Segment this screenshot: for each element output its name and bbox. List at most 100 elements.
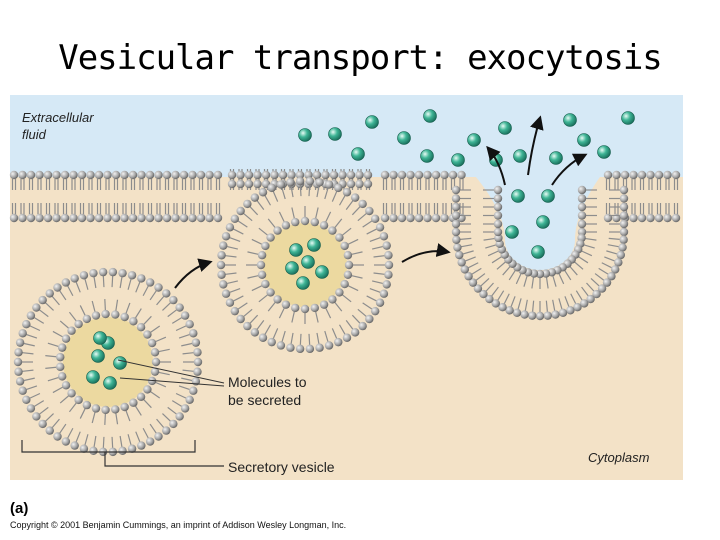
lipid-tail [91, 300, 96, 312]
lipid-tail [342, 227, 352, 236]
lipid-head [460, 265, 470, 274]
lipid-head [577, 194, 587, 203]
lipid-head [473, 284, 483, 293]
lipid-tail [583, 244, 595, 249]
lipid-head [414, 213, 424, 223]
molecule [285, 261, 299, 275]
lipid-tail [351, 251, 363, 255]
lipid-tail [345, 200, 354, 211]
lipid-tail [491, 256, 502, 264]
lipid-head [287, 170, 296, 180]
lipid-head [343, 270, 353, 279]
lipid-head [136, 323, 146, 332]
lipid-tail [258, 227, 268, 236]
lipid-head [379, 232, 389, 241]
molecules-label-line1: Molecules to [228, 374, 307, 390]
lipid-head [498, 302, 507, 312]
lipid-tail [366, 228, 377, 235]
lipid-head [355, 170, 364, 180]
lipid-head [451, 194, 461, 203]
lipid-tail [594, 273, 605, 281]
lipid-tail [462, 250, 474, 255]
lipid-head [406, 213, 415, 223]
lipid-tail [552, 299, 556, 311]
lipid-tail [171, 400, 182, 407]
lipid-head [566, 306, 575, 315]
lipid-head [324, 180, 334, 189]
lipid-head [154, 283, 163, 292]
lipid-head [91, 311, 101, 320]
lipid-tail [125, 410, 131, 422]
lipid-head [193, 367, 202, 376]
lipid-head [300, 216, 310, 226]
extracellular-label-line1: Extracellular [22, 110, 94, 125]
lipid-tail [351, 314, 361, 324]
lipid-head [43, 213, 53, 223]
lipid-head [120, 213, 129, 223]
lipid-head [384, 260, 394, 270]
lipid-tail [331, 328, 338, 339]
lipid-tail [119, 435, 123, 447]
lipid-head [281, 221, 291, 230]
lipid-head [145, 170, 155, 180]
lipid-tail [134, 405, 142, 416]
lipid-tail [362, 220, 373, 228]
lipid-tail [316, 186, 320, 198]
lipid-tail [357, 308, 367, 317]
lipid-head [91, 404, 101, 413]
lipid-tail [586, 282, 595, 292]
molecule [498, 121, 512, 135]
lipid-tail [558, 298, 563, 310]
lipid-tail [468, 262, 479, 269]
lipid-head [45, 289, 54, 298]
lipid-tail [227, 280, 238, 285]
lipid-head [315, 178, 324, 187]
lipid-head [191, 338, 201, 347]
lipid-head [236, 206, 245, 216]
lipid-tail [229, 288, 241, 293]
lipid-tail [461, 244, 473, 248]
lipid-head [448, 170, 458, 180]
lipid-head [266, 288, 275, 297]
lipid-head [111, 310, 120, 319]
extracellular-label-line2: fluid [22, 127, 47, 142]
lipid-head [236, 179, 245, 189]
lipid-tail [104, 299, 106, 311]
arrow-release-1 [486, 145, 506, 186]
molecules-leader-1 [117, 359, 225, 384]
lipid-tail [278, 211, 285, 223]
lipid-tail [115, 413, 119, 425]
lipid-head [137, 274, 146, 283]
lipid-tail [229, 237, 241, 242]
lipid-tail [158, 348, 170, 353]
lipid-head [273, 295, 282, 304]
lipid-head [69, 213, 78, 223]
lipid-head [162, 213, 172, 223]
molecule [307, 238, 321, 252]
lipid-head [389, 213, 398, 223]
lipid-head [577, 202, 587, 212]
lipid-head [614, 258, 623, 267]
lipid-head [196, 213, 206, 223]
lipid-head [619, 185, 629, 195]
molecule [423, 109, 437, 123]
lipid-head [671, 170, 681, 180]
lipid-head [22, 395, 31, 404]
lipid-head [213, 170, 223, 180]
lipid-head [69, 170, 78, 180]
lipid-tail [142, 285, 149, 297]
lipid-head [143, 385, 152, 394]
molecule [541, 189, 555, 203]
lipid-tail [93, 277, 97, 289]
lipid-tail [75, 431, 81, 443]
lipid-head [227, 179, 237, 189]
lipid-head [335, 288, 344, 297]
lipid-head [654, 213, 664, 223]
lipid-tail [299, 333, 302, 345]
lipid-head [175, 412, 184, 421]
lipid-head [147, 338, 157, 348]
lipid-head [94, 170, 104, 180]
molecule [91, 349, 105, 363]
lipid-tail [243, 213, 253, 222]
lipid-tail [475, 273, 486, 281]
